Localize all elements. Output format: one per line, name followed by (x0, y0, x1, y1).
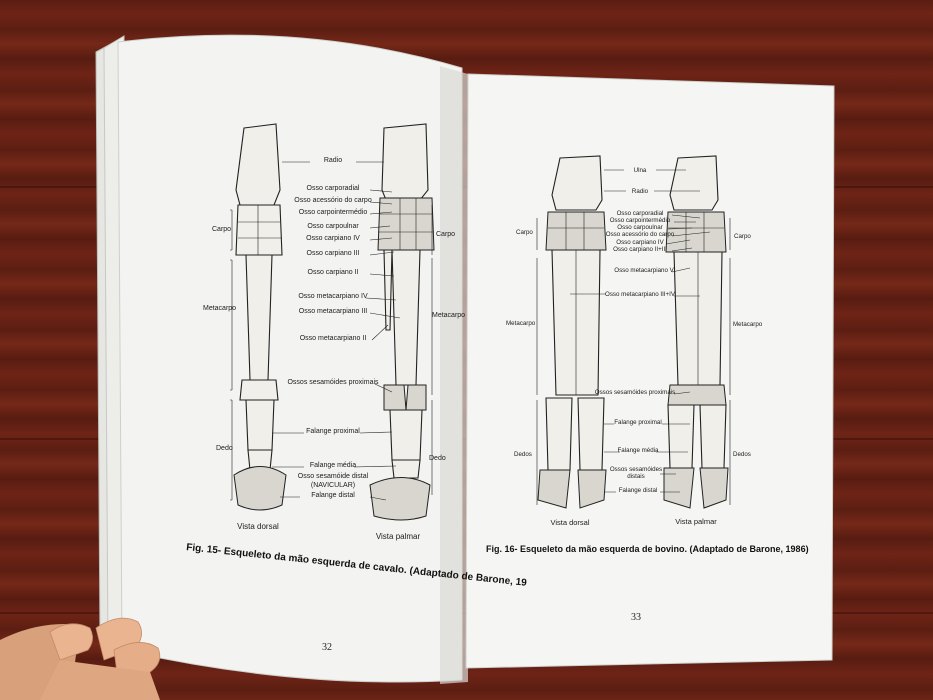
label-falange-media-bovine: Falange média (618, 447, 659, 454)
label-carpointermedio-bovine: Osso carpointermédio (610, 217, 671, 224)
side-label-carpo-right: Carpo (436, 231, 455, 238)
horse-leader-lines (272, 161, 401, 501)
label-radio: Radio (324, 157, 342, 164)
label-falange-distal-bovine: Falange distal (619, 487, 658, 494)
label-sesamoide-distal: Osso sesamóide distal (298, 473, 369, 480)
side-label-dedos-bovine-left: Dedos (514, 451, 532, 458)
label-sesamoides-proximais: Ossos sesamóides proximais (287, 379, 379, 386)
hand (0, 617, 161, 700)
label-carpointermedio: Osso carpointermédio (299, 209, 368, 216)
label-carporadial-bovine: Osso carporadial (617, 210, 664, 217)
side-label-dedos-bovine-right: Dedos (733, 451, 751, 458)
page-number-left: 32 (322, 642, 332, 653)
view-dorsal-bovine: Vista dorsal (550, 518, 589, 527)
label-acessorio: Osso acessório do carpo (294, 197, 372, 204)
side-label-carpo-left: Carpo (212, 226, 231, 233)
label-carpoulnar: Osso carpoulnar (307, 223, 359, 230)
label-radio-bovine: Radio (632, 188, 649, 195)
label-navicular: (NAVICULAR) (311, 482, 355, 489)
label-metacarpiano-v: Osso metacarpiano V (614, 267, 674, 274)
label-metacarpiano-iii-iv: Osso metacarpiano III+IV (605, 291, 676, 298)
label-metacarpiano-iv: Osso metacarpiano IV (298, 293, 368, 300)
label-carpiano-iii: Osso carpiano III (307, 250, 360, 257)
label-sesamoides-distais: Ossos sesamóides (610, 466, 662, 473)
label-ulna: Ulna (634, 167, 647, 174)
page-number-right: 33 (631, 612, 641, 623)
label-sesamoides-proximais-bovine: Ossos sesamóides proximais (595, 389, 675, 396)
label-carpiano-ii: Osso carpiano II (308, 269, 359, 276)
label-falange-media: Falange média (310, 462, 356, 469)
horse-palmar-skeleton (369, 123, 435, 521)
label-falange-proximal-bovine: Falange proximal (614, 419, 661, 426)
label-carpoulnar-bovine: Osso carpoulnar (617, 224, 662, 231)
side-label-dedo-left: Dedo (216, 445, 233, 452)
label-acessorio-bovine: Osso acessório do carpo (606, 231, 675, 238)
label-metacarpiano-ii: Osso metacarpiano II (300, 335, 367, 342)
side-label-dedo-right: Dedo (429, 455, 446, 462)
side-label-metacarpo-right: Metacarpo (432, 312, 465, 319)
label-distais: distais (627, 473, 645, 480)
caption-fig16: Fig. 16- Esqueleto da mão esquerda de bo… (486, 544, 809, 554)
side-label-carpo-bovine-right: Carpo (734, 233, 751, 240)
label-carporadial: Osso carporadial (307, 185, 360, 192)
horse-dorsal-skeleton (233, 123, 287, 511)
view-palmar-horse: Vista palmar (376, 532, 421, 541)
side-label-metacarpo-bovine-left: Metacarpo (506, 320, 536, 327)
label-carpiano-iv: Osso carpiano IV (306, 235, 360, 242)
bovine-dorsal-skeleton (537, 155, 607, 509)
label-falange-proximal: Falange proximal (306, 428, 360, 435)
view-palmar-bovine: Vista palmar (675, 517, 717, 526)
label-metacarpiano-iii: Osso metacarpiano III (299, 308, 368, 315)
label-carpiano-ii-iii: Osso carpiano II+III (613, 246, 667, 253)
label-carpiano-iv-bovine: Osso carpiano IV (616, 239, 664, 246)
label-falange-distal: Falange distal (311, 492, 355, 499)
bovine-leader-lines (570, 169, 711, 493)
side-label-metacarpo-left: Metacarpo (203, 305, 236, 312)
side-label-metacarpo-bovine-right: Metacarpo (733, 321, 763, 328)
horse-hand-figure (230, 123, 435, 521)
view-dorsal-horse: Vista dorsal (237, 522, 279, 531)
bovine-labels: Ulna Radio Osso carporadial Osso carpoin… (506, 167, 763, 527)
horse-labels: Radio Osso carporadial Osso acessório do… (203, 157, 465, 541)
bovine-hand-figure (536, 155, 731, 509)
side-label-carpo-bovine-left: Carpo (516, 229, 533, 236)
